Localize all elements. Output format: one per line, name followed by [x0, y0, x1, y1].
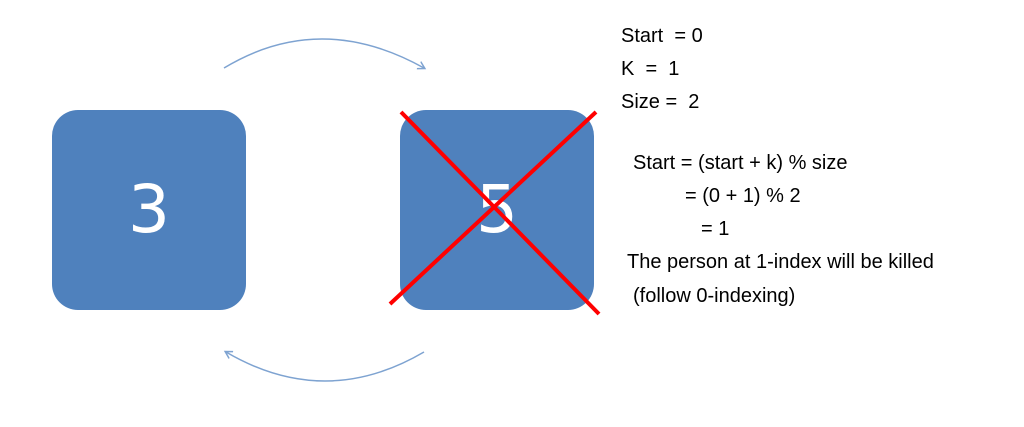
- arrow-bottom-left: [226, 352, 425, 382]
- variable-start: Start = 0: [621, 25, 703, 47]
- variable-k: K = 1: [621, 58, 680, 80]
- node-value: 3: [128, 171, 170, 248]
- cross-mark-line: [388, 110, 598, 306]
- result-statement: The person at 1-index will be killed: [627, 251, 934, 273]
- arrow-top-right: [223, 38, 424, 68]
- calc-formula: Start = (start + k) % size: [633, 152, 848, 174]
- variable-size: Size = 2: [621, 91, 700, 113]
- node-box-3: 3: [52, 110, 246, 310]
- calc-substitution: = (0 + 1) % 2: [685, 185, 801, 207]
- cross-mark-line: [399, 110, 601, 316]
- result-note: (follow 0-indexing): [633, 285, 796, 307]
- calc-result: = 1: [701, 218, 730, 240]
